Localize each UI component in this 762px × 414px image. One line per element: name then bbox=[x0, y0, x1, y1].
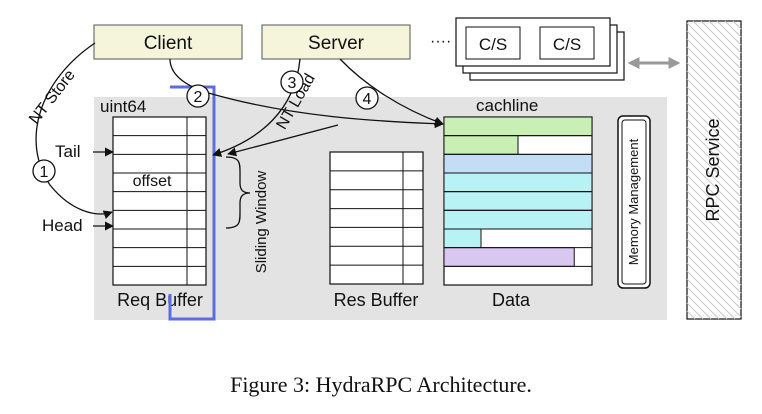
hatch-line bbox=[686, 214, 742, 270]
ellipsis: ···· bbox=[430, 33, 451, 50]
data-cacheline-fill bbox=[443, 247, 575, 267]
hatch-line bbox=[724, 20, 742, 38]
hatch-line bbox=[686, 78, 742, 134]
hatch-line bbox=[686, 134, 742, 190]
hatch-line bbox=[686, 254, 742, 310]
data-block bbox=[443, 116, 593, 286]
hatch-line bbox=[686, 310, 696, 320]
client-label: Client bbox=[144, 33, 193, 54]
memory-management-inner bbox=[621, 119, 647, 285]
sliding-window-label: Sliding Window bbox=[253, 171, 270, 274]
hatch-line bbox=[686, 30, 742, 86]
step2-arrow bbox=[169, 58, 444, 129]
hatch-line bbox=[686, 86, 742, 142]
hatch-line bbox=[700, 20, 742, 62]
cs-label-2: C/S bbox=[553, 35, 581, 54]
step-4-number: 4 bbox=[363, 91, 372, 108]
hatch-line bbox=[686, 206, 742, 262]
hatch-line bbox=[686, 198, 742, 254]
hatch-line bbox=[686, 126, 742, 182]
hatch-line bbox=[686, 150, 742, 206]
cs-label-1: C/S bbox=[479, 35, 507, 54]
offset-label: offset bbox=[133, 173, 172, 190]
load-offset-arrow bbox=[227, 124, 339, 157]
nt-store-label: NT Store bbox=[26, 67, 79, 128]
hatch-line bbox=[686, 182, 742, 238]
step-2-marker: 2 bbox=[186, 84, 210, 108]
data-cacheline-fill bbox=[443, 135, 519, 155]
step-4-marker: 4 bbox=[355, 86, 379, 110]
tail-label: Tail bbox=[55, 142, 81, 161]
data-label: Data bbox=[492, 290, 531, 310]
req-buffer-label: Req Buffer bbox=[117, 290, 203, 310]
uint64-label: uint64 bbox=[100, 97, 146, 116]
step-1-marker: 1 bbox=[32, 159, 56, 183]
data-cacheline-fill bbox=[443, 228, 482, 249]
res-buffer bbox=[329, 151, 424, 285]
hatch-line bbox=[686, 46, 742, 102]
sliding-window-brace bbox=[225, 156, 251, 229]
hatch-line bbox=[732, 20, 742, 30]
step4-arrow bbox=[339, 58, 444, 126]
hatch-line bbox=[686, 110, 742, 166]
data-cacheline-fill bbox=[443, 172, 593, 193]
hatch-line bbox=[686, 118, 742, 174]
memory-management-box bbox=[617, 115, 651, 289]
hatch-line bbox=[686, 230, 742, 286]
hatch-line bbox=[686, 222, 742, 278]
req-buffer bbox=[112, 116, 207, 286]
server-box bbox=[261, 24, 411, 60]
server-label: Server bbox=[308, 33, 365, 54]
hatch-line bbox=[686, 94, 742, 150]
res-buffer-label: Res Buffer bbox=[334, 290, 419, 310]
req-buffer-frame bbox=[112, 116, 207, 286]
hatch-line bbox=[686, 166, 742, 222]
hatch-line bbox=[686, 22, 742, 78]
hatch-line bbox=[686, 238, 742, 294]
hatch-line bbox=[692, 20, 742, 70]
hatch-line bbox=[686, 294, 712, 320]
hatch-line bbox=[686, 158, 742, 214]
memory-management-label: Memory Management bbox=[626, 138, 641, 265]
hatch-line bbox=[686, 174, 742, 230]
client-box bbox=[93, 24, 243, 60]
res-buffer-frame bbox=[329, 151, 424, 285]
cs-box-2 bbox=[539, 26, 595, 60]
step-3-number: 3 bbox=[288, 75, 297, 92]
hatch-line bbox=[686, 142, 742, 198]
step-1-number: 1 bbox=[40, 164, 49, 181]
hatch-line bbox=[686, 70, 742, 126]
data-cacheline-fill bbox=[443, 153, 593, 174]
hatch-line bbox=[716, 20, 742, 46]
hatch-line bbox=[686, 262, 742, 318]
data-cacheline-fill bbox=[443, 209, 593, 230]
rpc-service-box bbox=[686, 20, 742, 320]
hatch-line bbox=[686, 102, 742, 158]
hatch-line bbox=[686, 54, 742, 110]
hatch-line bbox=[686, 270, 736, 320]
hatch-line bbox=[686, 302, 704, 320]
cacheline-label: cachline bbox=[476, 96, 538, 115]
head-label: Head bbox=[42, 216, 83, 235]
rpc-service-label: RPC Service bbox=[703, 118, 723, 221]
hatch-line bbox=[686, 62, 742, 118]
hatch-line bbox=[708, 20, 742, 54]
hatch-line bbox=[686, 38, 742, 94]
data-cacheline-fill bbox=[443, 191, 593, 211]
hatch-line bbox=[686, 246, 742, 302]
hatch-line bbox=[686, 190, 742, 246]
hatch-line bbox=[686, 286, 720, 320]
data-cacheline-fill bbox=[443, 116, 593, 137]
step-2-number: 2 bbox=[194, 89, 203, 106]
figure-caption: Figure 3: HydraRPC Architecture. bbox=[230, 372, 532, 397]
hatch-line bbox=[686, 278, 728, 320]
cs-box-1 bbox=[465, 26, 521, 60]
step-3-marker: 3 bbox=[280, 70, 304, 94]
